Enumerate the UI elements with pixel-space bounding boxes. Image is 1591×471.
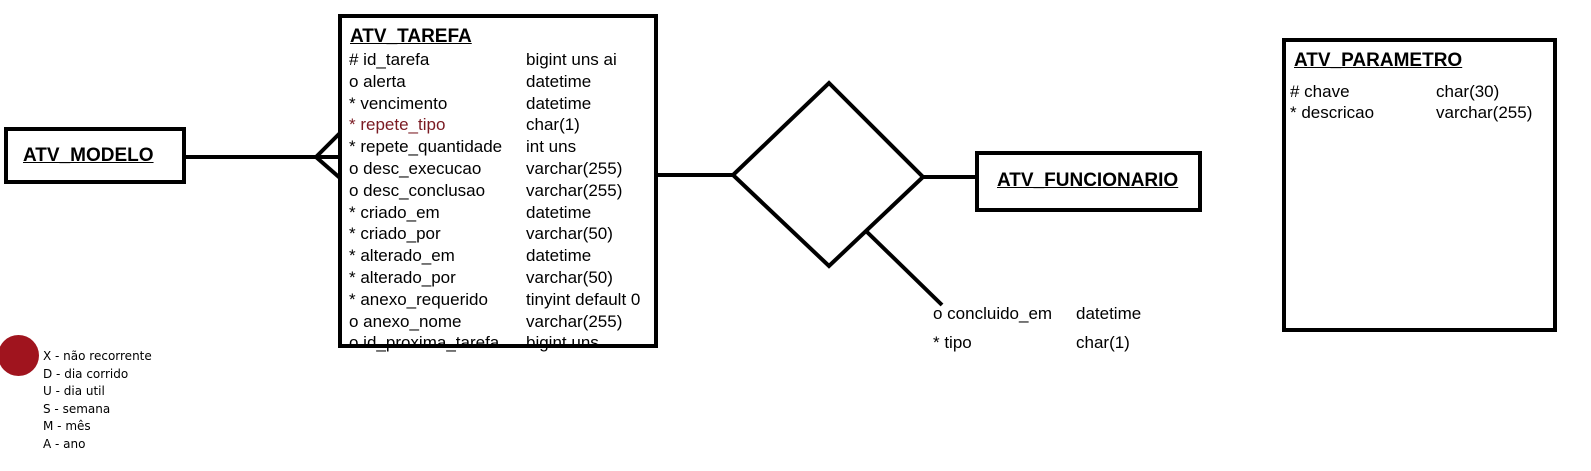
attribute-name: * alterado_em	[349, 246, 455, 266]
attribute-name: * anexo_requerido	[349, 289, 488, 309]
attribute-name: # id_tarefa	[349, 50, 430, 69]
attribute-name: o anexo_nome	[349, 311, 462, 331]
attribute-name: o desc_execucao	[349, 159, 482, 178]
attribute-type: varchar(50)	[526, 224, 613, 244]
attribute-name: * vencimento	[349, 93, 448, 113]
attribute-name: o concluido_em	[933, 304, 1053, 323]
attribute-type: char(30)	[1436, 82, 1500, 101]
entity-title: ATV_FUNCIONARIO	[997, 170, 1179, 191]
relationship-diamond	[730, 80, 926, 269]
attribute-type: datetime	[526, 202, 592, 222]
crows-foot-lower	[314, 155, 342, 180]
attribute-type: varchar(255)	[1436, 103, 1533, 122]
entity-title: ATV_PARAMETRO	[1294, 50, 1463, 71]
legend-item: X - não recorrente	[43, 349, 152, 363]
legend-item: A - ano	[43, 437, 86, 451]
attribute-name: # chave	[1290, 82, 1350, 101]
attribute-name: * tipo	[933, 333, 972, 352]
attribute-name: o id_proxima_tarefa	[349, 333, 500, 353]
attribute-name: * criado_por	[349, 224, 441, 244]
attribute-type: varchar(50)	[526, 268, 613, 287]
legend-dot	[0, 335, 39, 376]
entity-title: ATV_TAREFA	[350, 26, 472, 47]
attribute-type: bigint uns	[526, 333, 599, 353]
attribute-type: datetime	[1076, 304, 1142, 323]
attribute-type: bigint uns ai	[526, 50, 617, 69]
legend-item: D - dia corrido	[43, 366, 129, 381]
diamond-attributes-line	[864, 229, 944, 307]
attribute-type: tinyint default 0	[526, 289, 641, 309]
attribute-name: * repete_quantidade	[349, 137, 503, 157]
attribute-name: * repete_tipo	[349, 115, 446, 135]
attribute-type: datetime	[526, 93, 592, 113]
attribute-name: o desc_conclusao	[349, 180, 486, 200]
legend-item: M - mês	[43, 419, 91, 434]
attribute-name: * alterado_por	[349, 268, 456, 287]
entity-title: ATV_MODELO	[23, 145, 154, 166]
attribute-type: char(1)	[526, 115, 580, 135]
legend-item: U - dia util	[43, 384, 105, 399]
entity-atv-parametro: ATV_PARAMETRO # chave char(30) * descricao…	[1282, 38, 1557, 332]
entity-atv-tarefa: ATV_TAREFA # id_tarefa bigint uns ai o ale…	[338, 14, 658, 352]
attribute-type: varchar(255)	[526, 180, 623, 200]
attribute-type: datetime	[526, 71, 592, 91]
crows-foot-upper	[314, 131, 342, 159]
entity-atv-modelo: ATV_MODELO	[4, 127, 186, 184]
attribute-type: datetime	[526, 246, 592, 266]
attribute-name: * criado_em	[349, 202, 440, 222]
entity-atv-funcionario: ATV_FUNCIONARIO	[975, 151, 1202, 212]
attribute-type: int uns	[526, 137, 577, 157]
attribute-type: char(1)	[1076, 333, 1130, 352]
attribute-name: o alerta	[349, 71, 406, 91]
legend-item: S - semana	[43, 401, 111, 416]
attribute-type: varchar(255)	[526, 159, 623, 178]
attribute-name: * descricao	[1290, 103, 1375, 122]
attribute-type: varchar(255)	[526, 311, 623, 331]
